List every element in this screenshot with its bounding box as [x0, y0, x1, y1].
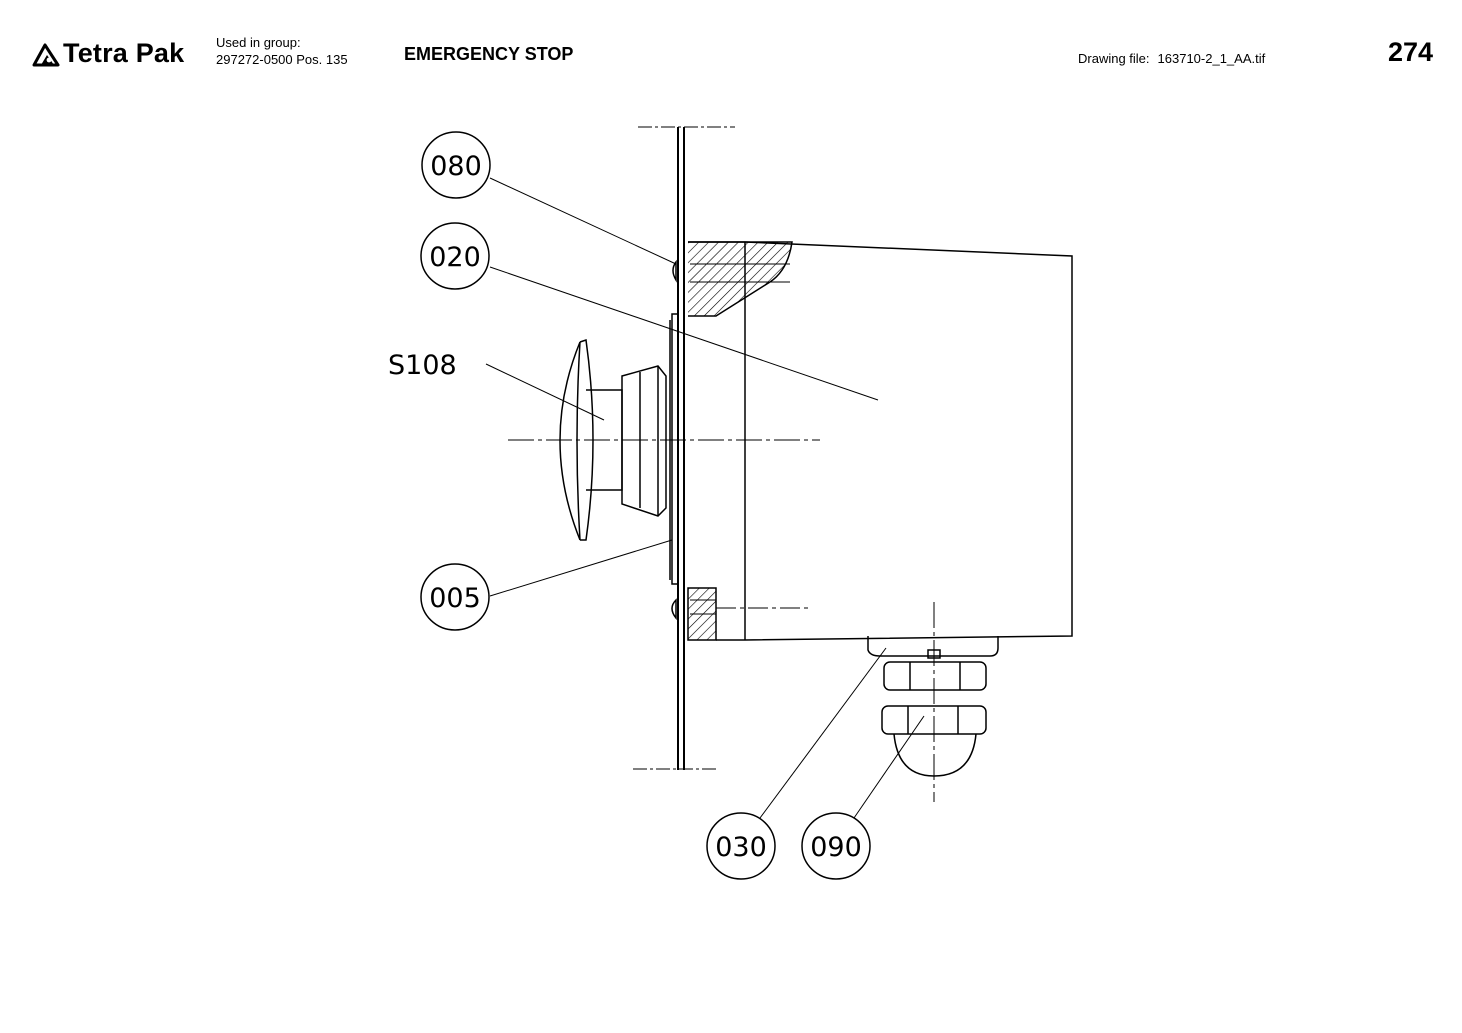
cable-gland: [867, 602, 999, 802]
page-number: 274: [1388, 37, 1434, 67]
callout-005: 005: [420, 563, 490, 631]
callout-020-label: 020: [429, 242, 481, 273]
callout-090: 090: [801, 812, 871, 880]
used-in-group: Used in group: 297272-0500 Pos. 135: [216, 34, 348, 68]
drawing-file: Drawing file: 163710-2_1_AA.tif: [1078, 51, 1265, 66]
brand-name: Tetra Pak: [63, 38, 185, 68]
callout-005-label: 005: [429, 583, 481, 614]
used-in-group-value: 297272-0500 Pos. 135: [216, 52, 348, 67]
header: Tetra Pak Used in group: 297272-0500 Pos…: [0, 0, 1462, 90]
drawing-file-label: Drawing file:: [1078, 51, 1150, 66]
enclosure-housing: [687, 241, 1073, 641]
callout-030: 030: [706, 812, 776, 880]
drawing-file-value: 163710-2_1_AA.tif: [1157, 51, 1266, 66]
callout-020: 020: [420, 222, 490, 290]
leader-lines: [485, 177, 925, 819]
mushroom-push-button: [508, 339, 820, 541]
page-title: EMERGENCY STOP: [404, 44, 574, 64]
callout-s108-label: S108: [388, 350, 457, 381]
tetra-pak-triangle-icon: [32, 43, 60, 66]
callout-030-label: 030: [715, 832, 767, 863]
mounting-panel: [633, 126, 735, 770]
callout-080-label: 080: [430, 151, 482, 182]
callout-080: 080: [421, 131, 491, 199]
callout-090-label: 090: [810, 832, 862, 863]
front-gasket: [669, 313, 679, 585]
used-in-group-label: Used in group:: [216, 35, 301, 50]
tetra-pak-logo: Tetra Pak: [32, 38, 184, 69]
